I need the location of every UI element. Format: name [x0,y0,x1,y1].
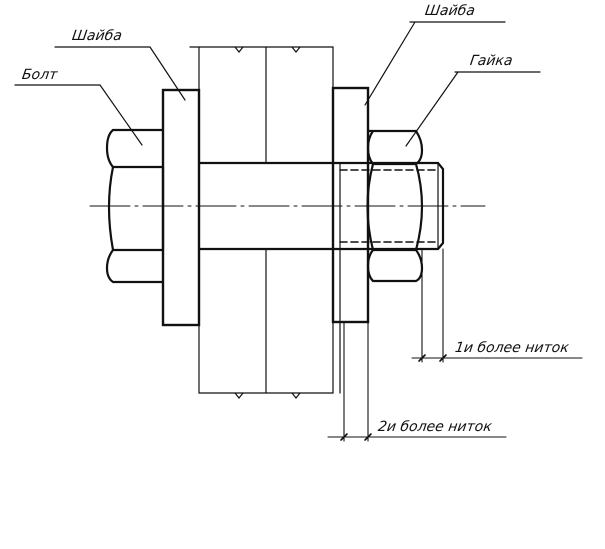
leaders [14,21,541,147]
label-nut: Гайка [468,53,514,69]
washer-left [161,88,201,327]
washer-right [331,86,370,324]
label-threads-min-2: 2и более ниток [376,419,493,435]
dimension-thread-1 [411,248,583,363]
label-washer-left: Шайба [70,28,123,44]
bolt-shank [197,161,445,394]
dimension-thread-2 [327,321,507,442]
label-bolt: Болт [20,67,59,83]
label-threads-min-1: 1и более ниток [453,340,570,356]
label-washer-right: Шайба [423,3,476,19]
plates [189,46,334,399]
